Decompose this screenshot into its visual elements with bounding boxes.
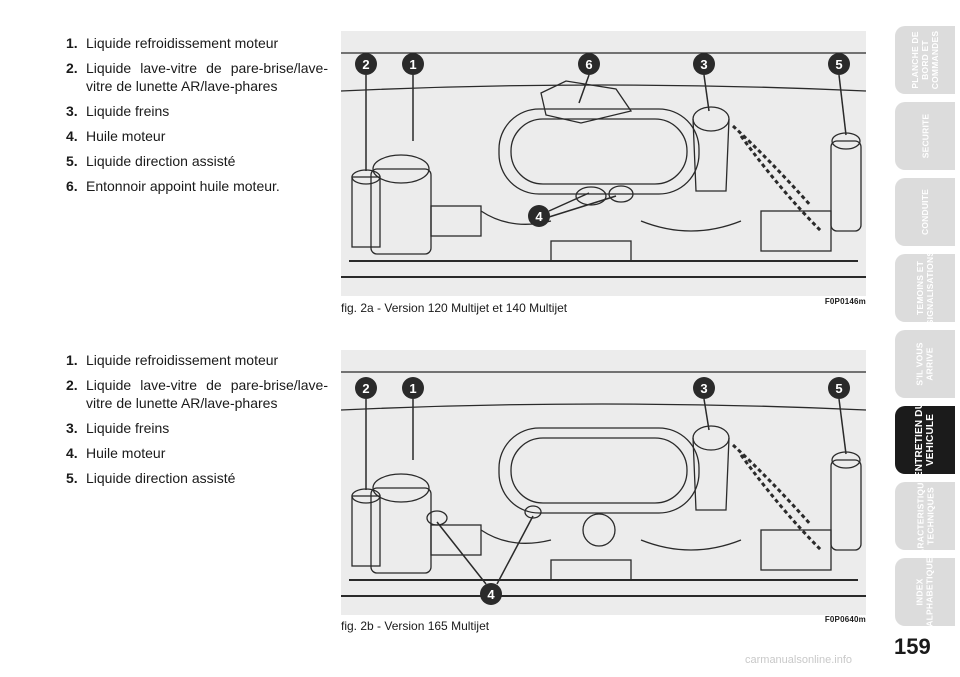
legend-text: Liquide lave-vitre de pare-brise/lave-vi… xyxy=(86,377,328,411)
legend-number: 3. xyxy=(66,103,78,119)
legend-text: Liquide freins xyxy=(86,103,170,119)
legend-item: 5. Liquide direction assisté xyxy=(66,469,328,487)
callout-marker xyxy=(693,377,715,399)
figure-code: F0P0146m xyxy=(824,297,866,306)
legend-text: Liquide refroidissement moteur xyxy=(86,35,279,51)
tab-label: CARACTERISTIQUES TECHNIQUES xyxy=(915,482,936,550)
tab-securite[interactable]: SECURITE xyxy=(895,102,955,170)
legend-number: 2. xyxy=(66,60,78,76)
legend-text: Liquide lave-vitre de pare-brise/lave-vi… xyxy=(86,60,328,94)
tab-temoins[interactable]: TEMOINS ET SIGNALISATIONS xyxy=(895,254,955,322)
page-number: 159 xyxy=(894,634,931,659)
legend-number: 5. xyxy=(66,153,78,169)
legend-number: 2. xyxy=(66,377,78,393)
legend-list-a: 1. Liquide refroidissement moteur 2. Liqui… xyxy=(66,34,328,202)
legend-item: 1. Liquide refroidissement moteur xyxy=(66,351,328,369)
tab-label: SECURITE xyxy=(919,113,930,159)
legend-list-b: 1. Liquide refroidissement moteur 2. Liqui… xyxy=(66,351,328,494)
callout-number: 4 xyxy=(487,587,495,602)
tab-caracteristiques[interactable]: CARACTERISTIQUES TECHNIQUES xyxy=(895,482,955,550)
tab-conduite[interactable]: CONDUITE xyxy=(895,178,955,246)
legend-number: 4. xyxy=(66,445,78,461)
legend-item: 3. Liquide freins xyxy=(66,102,328,120)
figure-code: F0P0640m xyxy=(824,615,866,624)
tab-label: ENTRETIEN DU VEHICULE xyxy=(914,406,937,474)
callout-number: 2 xyxy=(362,381,369,396)
tab-s-il-vous-arrive[interactable]: S'IL VOUS ARRIVE xyxy=(895,330,955,398)
callout-number: 5 xyxy=(835,381,842,396)
legend-number: 6. xyxy=(66,178,78,194)
legend-text: Entonnoir appoint huile moteur. xyxy=(86,178,280,194)
tab-label: CONDUITE xyxy=(920,189,930,235)
tab-label: PLANCHE DE BORD ET COMMANDES xyxy=(910,30,940,90)
callout-marker xyxy=(828,377,850,399)
engine-bay-figure-b: 2 1 3 5 4 xyxy=(341,350,866,615)
legend-item: 4. Huile moteur xyxy=(66,127,328,145)
callout-marker xyxy=(402,377,424,399)
callout-marker xyxy=(578,53,600,75)
legend-item: 2. Liquide lave-vitre de pare-brise/lave-… xyxy=(66,59,328,95)
callout-marker xyxy=(355,53,377,75)
legend-text: Liquide refroidissement moteur xyxy=(86,352,279,368)
callout-number: 4 xyxy=(535,209,543,224)
callout-number: 5 xyxy=(835,57,842,72)
legend-item: 6. Entonnoir appoint huile moteur. xyxy=(66,177,328,195)
callout-marker xyxy=(480,583,502,605)
legend-text: Liquide direction assisté xyxy=(86,470,236,486)
legend-text: Liquide direction assisté xyxy=(86,153,236,169)
tab-entretien-du-vehicule[interactable]: ENTRETIEN DU VEHICULE xyxy=(895,406,955,474)
callout-marker xyxy=(402,53,424,75)
legend-number: 1. xyxy=(66,35,78,51)
tab-label: INDEX ALPHABETIQUE xyxy=(915,558,935,626)
legend-text: Huile moteur xyxy=(86,128,166,144)
callout-number: 6 xyxy=(585,57,592,72)
legend-text: Huile moteur xyxy=(86,445,166,461)
tab-index-alphabetique[interactable]: INDEX ALPHABETIQUE xyxy=(895,558,955,626)
tab-label: TEMOINS ET SIGNALISATIONS xyxy=(915,254,935,322)
legend-number: 4. xyxy=(66,128,78,144)
engine-bay-illustration: 2 1 3 5 4 xyxy=(341,350,866,615)
callout-marker xyxy=(528,205,550,227)
engine-bay-illustration: 2 1 6 3 5 4 xyxy=(341,31,866,296)
caption-text: fig. 2b - Version 165 Multijet xyxy=(341,619,490,633)
legend-number: 1. xyxy=(66,352,78,368)
callout-marker xyxy=(355,377,377,399)
watermark: carmanualsonline.info xyxy=(745,654,853,666)
legend-item: 1. Liquide refroidissement moteur xyxy=(66,34,328,52)
legend-item: 4. Huile moteur xyxy=(66,444,328,462)
engine-bay-figure-a: 2 1 6 3 5 4 xyxy=(341,31,866,296)
legend-number: 3. xyxy=(66,420,78,436)
legend-number: 5. xyxy=(66,470,78,486)
tab-label: S'IL VOUS ARRIVE xyxy=(915,342,935,386)
callout-number: 1 xyxy=(409,381,416,396)
callout-number: 3 xyxy=(700,57,707,72)
legend-item: 3. Liquide freins xyxy=(66,419,328,437)
caption-text: fig. 2a - Version 120 Multijet et 140 Mu… xyxy=(341,301,568,315)
callout-marker xyxy=(828,53,850,75)
callout-marker xyxy=(693,53,715,75)
tab-planche-de-bord[interactable]: PLANCHE DE BORD ET COMMANDES xyxy=(895,26,955,94)
legend-item: 2. Liquide lave-vitre de pare-brise/lave-… xyxy=(66,376,328,412)
legend-item: 5. Liquide direction assisté xyxy=(66,152,328,170)
callout-number: 3 xyxy=(700,381,707,396)
callout-number: 1 xyxy=(409,57,416,72)
legend-text: Liquide freins xyxy=(86,420,170,436)
callout-number: 2 xyxy=(362,57,369,72)
